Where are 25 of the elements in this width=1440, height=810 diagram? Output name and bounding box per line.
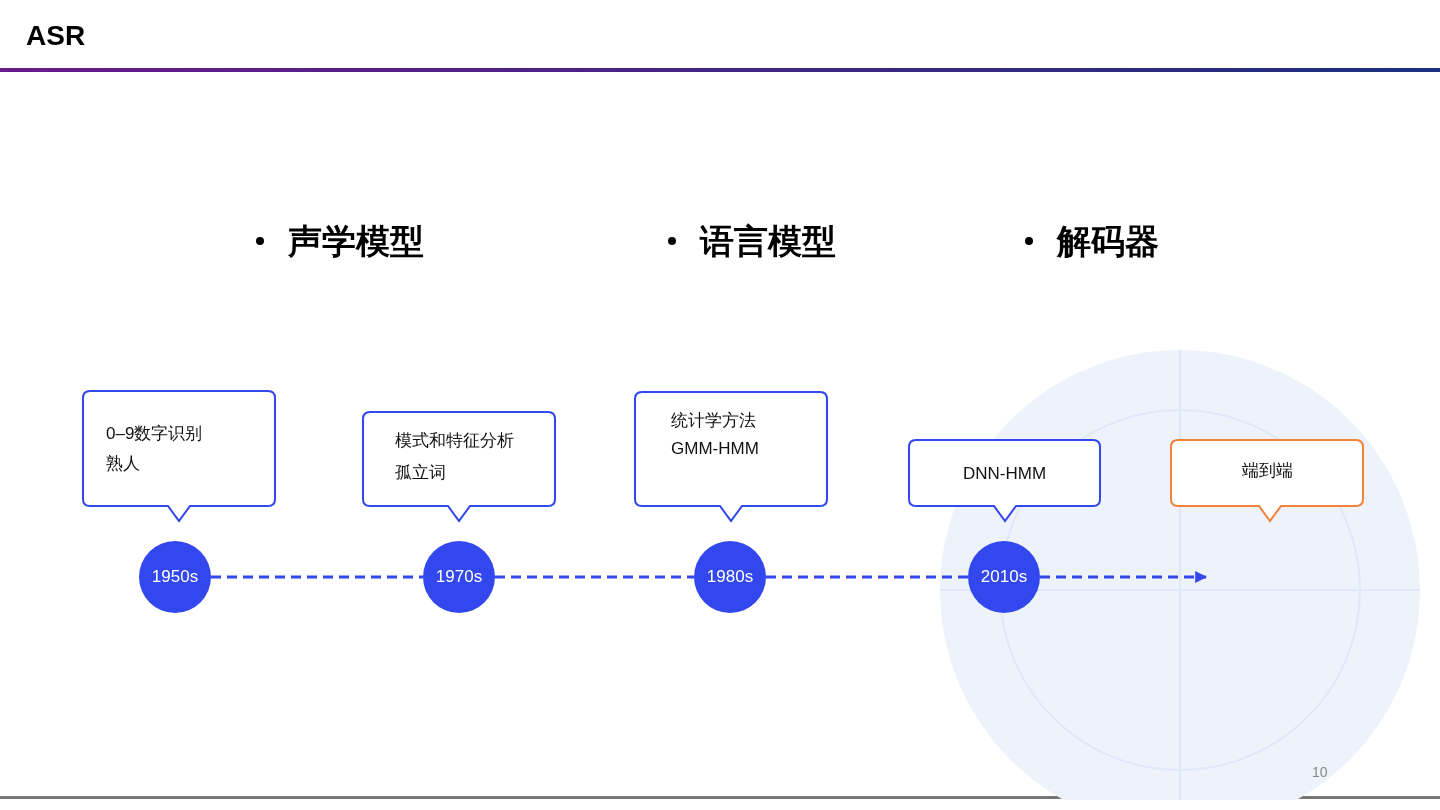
heading-text: 声学模型 [288,222,424,260]
dashed-connector [495,575,694,579]
callout-box [908,439,1101,523]
callout-text: 0–9数字识别 [106,424,203,444]
callout-text: 熟人 [106,454,140,474]
callout-text: 孤立词 [395,463,446,483]
callout-box [1170,439,1364,523]
dashed-connector [211,575,423,579]
year-circle: 1950s [139,541,211,613]
callout-box [82,390,276,523]
callout-box [362,411,556,523]
dashed-connector [766,575,968,579]
year-circle: 1970s [423,541,495,613]
slide-title: ASR [26,20,86,52]
dashed-connector [1040,571,1208,583]
callout-text: 统计学方法 [671,411,756,431]
callout-text: 端到端 [1240,461,1294,481]
callout-box [634,391,828,523]
callout-text: 模式和特征分析 [395,431,514,451]
callout-text: DNN-HMM [961,464,1048,484]
callout-text: GMM-HMM [671,439,759,459]
heading-text: 解码器 [1057,222,1159,260]
heading-text: 语言模型 [700,222,836,260]
year-circle: 1980s [694,541,766,613]
page-number: 10 [1312,764,1328,780]
